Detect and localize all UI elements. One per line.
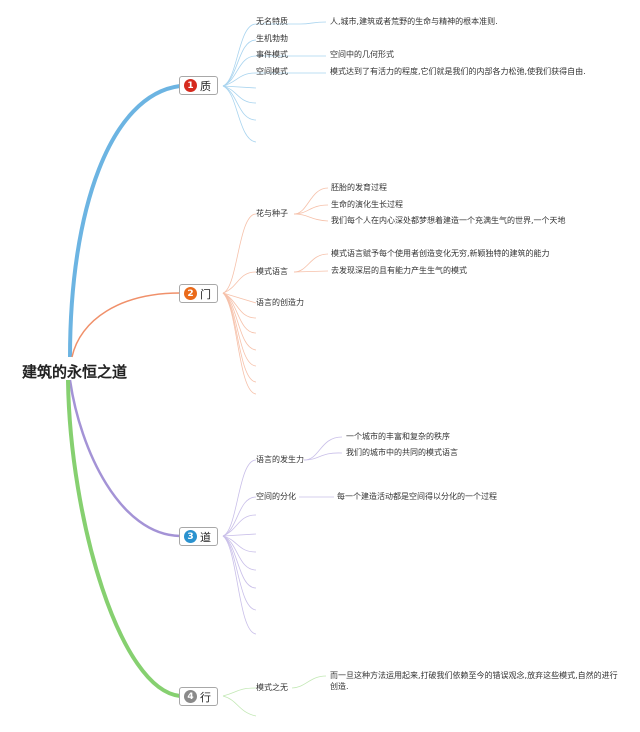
number-badge-2: 2: [184, 287, 197, 300]
branch3-sub-links: [222, 436, 343, 635]
topic-wuming-tezhi[interactable]: 无名特质: [256, 17, 288, 26]
topic-shengji-bobo[interactable]: 生机勃勃: [256, 34, 288, 43]
detail-fuyu-nengli[interactable]: 模式语言赋予每个使用者创造变化无穷,新颖独特的建筑的能力: [331, 249, 550, 258]
detail-peitai-fayu[interactable]: 胚胎的发育过程: [331, 183, 387, 192]
number-badge-3: 3: [184, 530, 197, 543]
topic-yuyan-fashengli[interactable]: 语言的发生力: [256, 455, 304, 464]
detail-wuming-tezhi[interactable]: 人,城市,建筑或者荒野的生命与精神的根本准则.: [330, 17, 498, 26]
root-topic[interactable]: 建筑的永恒之道: [22, 363, 128, 381]
topic-yuyan-chuangzaoli[interactable]: 语言的创造力: [256, 298, 304, 307]
topic-kongjian-fenhua[interactable]: 空间的分化: [256, 492, 296, 501]
detail-chengshi-zhixu[interactable]: 一个城市的丰富和复杂的秩序: [346, 432, 450, 441]
detail-shengming-yanhua[interactable]: 生命的演化生长过程: [331, 200, 403, 209]
branch1-sub-links: [222, 21, 327, 143]
number-badge-1: 1: [184, 79, 197, 92]
branch-4-box[interactable]: 4 行: [179, 687, 218, 706]
topic-moshi-zhiwu[interactable]: 模式之无: [256, 683, 288, 692]
number-badge-4: 4: [184, 690, 197, 703]
topic-kongjian-moshi[interactable]: 空间模式: [256, 67, 288, 76]
detail-mengxiang-shijie[interactable]: 我们每个人在内心深处都梦想着建造一个充满生气的世界,一个天地: [331, 216, 566, 225]
topic-huayuzhongzi[interactable]: 花与种子: [256, 209, 288, 218]
detail-jianzao-huodong[interactable]: 每一个建造活动都是空间得以分化的一个过程: [337, 492, 497, 501]
detail-shijian-moshi[interactable]: 空间中的几何形式: [330, 50, 394, 59]
detail-gongtong-yuyan[interactable]: 我们的城市中的共同的模式语言: [346, 448, 458, 457]
branch-2-box[interactable]: 2 门: [179, 284, 218, 303]
branch2-sub-links: [222, 187, 329, 395]
branch-4-label: 行: [200, 690, 211, 704]
branch-1-box[interactable]: 1 质: [179, 76, 218, 95]
detail-dapo-guannian[interactable]: 而一旦这种方法运用起来,打破我们依赖至今的错误观念,放弃这些模式,自然的进行创造…: [330, 671, 618, 691]
branch-1-label: 质: [200, 79, 211, 93]
branch-2-label: 门: [200, 287, 211, 301]
topic-shijian-moshi[interactable]: 事件模式: [256, 50, 288, 59]
main-branch-links: [66, 84, 181, 698]
branch4-sub-links: [222, 675, 327, 717]
detail-kongjian-moshi[interactable]: 模式达到了有活力的程度,它们就是我们的内部各力松弛,使我们获得自由.: [330, 67, 586, 76]
topic-moshi-yuyan[interactable]: 模式语言: [256, 267, 288, 276]
detail-faxian-moshi[interactable]: 去发现深层的且有能力产生生气的模式: [331, 266, 467, 275]
branch-3-label: 道: [200, 530, 211, 544]
branch-3-box[interactable]: 3 道: [179, 527, 218, 546]
